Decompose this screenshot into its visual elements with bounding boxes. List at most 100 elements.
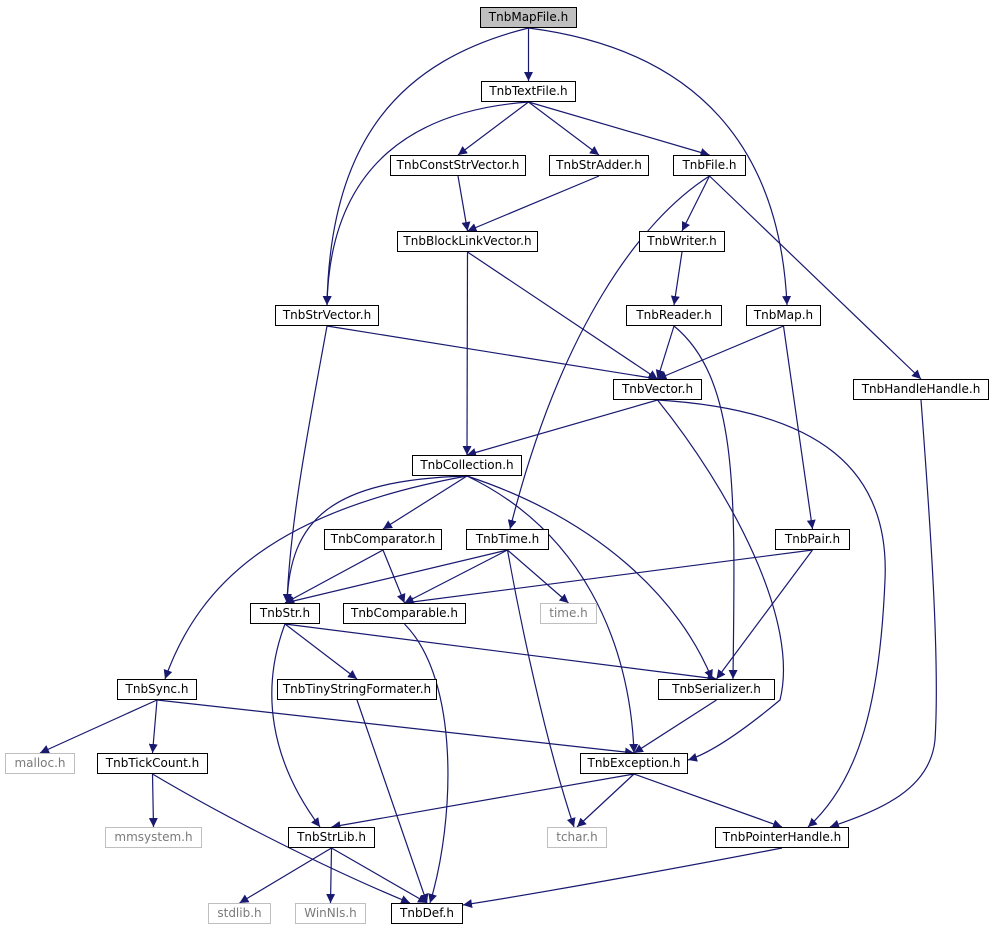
edge-tnbcollection-to-tnbexception	[466, 475, 639, 754]
node-label: TnbComparable.h	[351, 606, 458, 620]
edge-tnbvector-to-tnbpointerhandle	[657, 399, 886, 828]
edge-tnbmap-to-tnbpair	[782, 325, 816, 530]
node-tnbpointerhandle[interactable]: TnbPointerHandle.h	[715, 827, 849, 848]
node-stdlib: stdlib.h	[208, 903, 271, 924]
edge-tnbtime-to-tnbstr	[284, 549, 508, 606]
node-label: TnbBlockLinkVector.h	[403, 234, 532, 248]
node-label: TnbStrVector.h	[282, 308, 372, 322]
node-tchar: tchar.h	[547, 827, 607, 848]
edge-tnbfile-to-tnbwriter	[681, 175, 711, 232]
edge-tnbconststrvector-to-tnbblocklinkvector	[457, 175, 471, 232]
node-tnbfile[interactable]: TnbFile.h	[673, 155, 746, 176]
edge-tnbtextfile-to-tnbstrvector	[322, 101, 529, 306]
node-tnbpair[interactable]: TnbPair.h	[775, 529, 850, 550]
node-tnbreader[interactable]: TnbReader.h	[626, 305, 722, 326]
node-time: time.h	[540, 603, 597, 624]
edge-tnbexception-to-tchar	[576, 773, 635, 828]
node-label: TnbConstStrVector.h	[396, 158, 520, 172]
edge-tnbvector-to-tnbexception	[657, 399, 785, 762]
node-label: TnbStr.h	[259, 606, 311, 620]
edge-tnbtinystringformater-to-tnbdef	[356, 699, 429, 904]
edge-tnbtickcount-to-mmsystem	[148, 773, 158, 828]
node-tnbmap[interactable]: TnbMap.h	[746, 305, 821, 326]
edge-tnbstr-to-tnbserializer	[284, 623, 717, 683]
node-tnbblocklinkvector[interactable]: TnbBlockLinkVector.h	[397, 231, 538, 252]
node-label: TnbSerializer.h	[672, 682, 761, 696]
node-label: TnbMapFile.h	[488, 10, 569, 24]
node-tnbwriter[interactable]: TnbWriter.h	[639, 231, 725, 252]
edge-tnbstrlib-to-winnls	[326, 847, 336, 904]
edge-tnbcollection-to-tnbsync	[163, 475, 468, 680]
edge-tnbstrlib-to-stdlib	[239, 847, 332, 904]
edge-tnbcomparator-to-tnbstr	[284, 549, 384, 604]
node-label: TnbStrAdder.h	[556, 158, 642, 172]
edge-tnbstr-to-tnbtinystringformater	[284, 623, 358, 680]
edge-tnbtime-to-tchar	[506, 549, 576, 828]
node-label: TnbTinyStringFormater.h	[282, 682, 432, 696]
edge-tnbtime-to-tnbcomparable	[404, 549, 508, 604]
edge-tnbreader-to-tnbvector	[655, 325, 675, 380]
node-tnbexception[interactable]: TnbException.h	[580, 753, 688, 774]
edge-tnbcollection-to-tnbserializer	[466, 475, 713, 680]
edge-tnbcomparable-to-tnbdef	[404, 623, 449, 904]
edge-tnbtextfile-to-tnbconststrvector	[457, 101, 529, 156]
edge-tnbcollection-to-tnbcomparator	[382, 475, 468, 530]
node-label: TnbCollection.h	[420, 458, 514, 472]
node-label: TnbVector.h	[621, 382, 694, 396]
node-tnbcomparator[interactable]: TnbComparator.h	[324, 529, 442, 550]
node-label: TnbHandleHandle.h	[861, 382, 981, 396]
edge-tnbsync-to-tnbexception	[156, 699, 635, 757]
node-label: tchar.h	[556, 830, 598, 844]
edge-tnbpair-to-tnbserializer	[716, 549, 813, 680]
node-tnbcomparable[interactable]: TnbComparable.h	[343, 603, 466, 624]
node-label: TnbException.h	[587, 756, 681, 770]
node-tnbsync[interactable]: TnbSync.h	[117, 679, 197, 700]
edge-tnbwriter-to-tnbreader	[670, 251, 683, 306]
node-tnbcollection[interactable]: TnbCollection.h	[412, 455, 522, 476]
node-tnbstrlib[interactable]: TnbStrLib.h	[288, 827, 375, 848]
node-tnbhandlehandle[interactable]: TnbHandleHandle.h	[853, 379, 989, 400]
node-label: TnbReader.h	[636, 308, 712, 322]
node-tnbmapfile: TnbMapFile.h	[480, 7, 577, 28]
edge-tnbblocklinkvector-to-tnbvector	[467, 251, 658, 380]
node-label: WinNls.h	[304, 906, 357, 920]
edge-tnbblocklinkvector-to-tnbcollection	[462, 251, 472, 456]
edge-tnbtextfile-to-tnbfile	[528, 101, 710, 157]
node-label: malloc.h	[14, 756, 66, 770]
node-tnbvector[interactable]: TnbVector.h	[613, 379, 702, 400]
node-label: TnbFile.h	[682, 158, 737, 172]
node-tnbtime[interactable]: TnbTime.h	[466, 529, 549, 550]
node-label: TnbSync.h	[125, 682, 189, 696]
node-tnbstr[interactable]: TnbStr.h	[250, 603, 320, 624]
edge-tnbsync-to-malloc	[39, 699, 158, 754]
edge-tnbmapfile-to-tnbstrvector	[322, 27, 529, 306]
node-tnbserializer[interactable]: TnbSerializer.h	[658, 679, 775, 700]
edge-tnbsync-to-tnbtickcount	[148, 699, 158, 754]
node-tnbstrvector[interactable]: TnbStrVector.h	[275, 305, 379, 326]
node-label: TnbTickCount.h	[105, 756, 200, 770]
edge-tnbreader-to-tnbserializer	[673, 325, 738, 680]
edge-tnbhandlehandle-to-tnbpointerhandle	[829, 399, 937, 829]
node-label: stdlib.h	[217, 906, 262, 920]
edge-tnbmap-to-tnbvector	[657, 325, 784, 380]
edge-tnbcollection-to-tnbstr	[282, 475, 468, 604]
node-tnbconststrvector[interactable]: TnbConstStrVector.h	[390, 155, 526, 176]
node-label: TnbStrLib.h	[297, 830, 366, 844]
edge-tnbtextfile-to-tnbstradder	[528, 101, 600, 156]
node-label: TnbMap.h	[753, 308, 814, 322]
edge-tnbstrlib-to-tnbdef	[331, 847, 428, 904]
edge-tnbexception-to-tnbpointerhandle	[633, 773, 783, 829]
node-tnbtickcount[interactable]: TnbTickCount.h	[97, 753, 208, 774]
node-tnbstradder[interactable]: TnbStrAdder.h	[549, 155, 649, 176]
edge-tnbpointerhandle-to-tnbdef	[462, 847, 783, 909]
edge-tnbfile-to-tnbtime	[507, 175, 710, 530]
node-tnbdef[interactable]: TnbDef.h	[391, 903, 463, 924]
node-tnbtextfile[interactable]: TnbTextFile.h	[481, 81, 576, 102]
node-label: time.h	[549, 606, 588, 620]
edge-tnbstrvector-to-tnbvector	[326, 325, 658, 383]
node-label: TnbComparator.h	[330, 532, 436, 546]
edge-tnbserializer-to-tnbexception	[633, 699, 717, 754]
node-tnbtinystringformater[interactable]: TnbTinyStringFormater.h	[277, 679, 437, 700]
edge-tnbstradder-to-tnbblocklinkvector	[467, 175, 600, 232]
